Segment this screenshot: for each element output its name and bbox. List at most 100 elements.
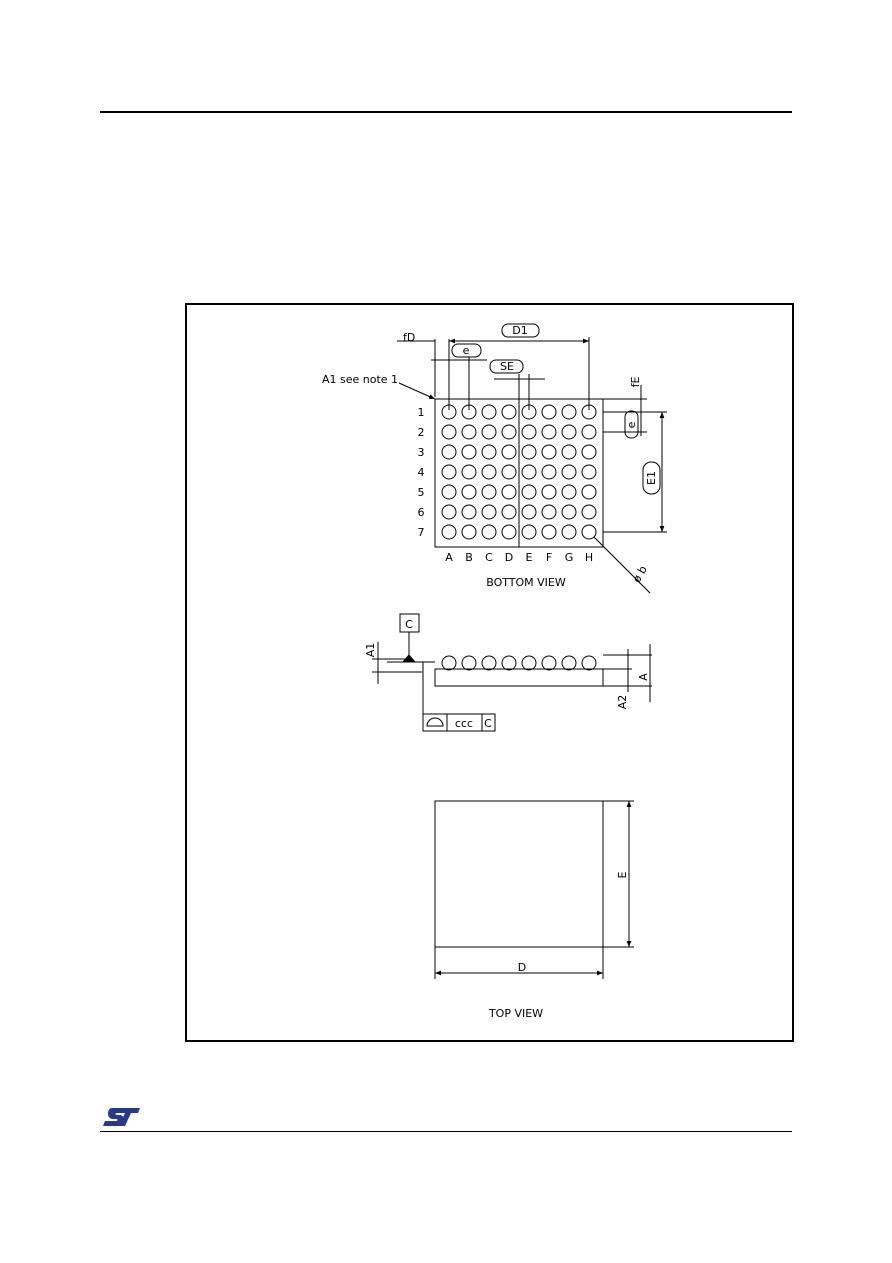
ball-E5 — [521, 484, 537, 500]
ball-G3 — [561, 444, 577, 460]
fd-label: fD — [403, 331, 415, 344]
column-label: D — [505, 551, 513, 564]
ball-E3 — [521, 444, 537, 460]
ball-F6 — [541, 504, 557, 520]
side-ball-A — [441, 655, 457, 671]
a1-note-label: A1 see note 1 — [322, 373, 398, 386]
top-view-title: TOP VIEW — [488, 1007, 543, 1020]
a2-label: A2 — [616, 695, 629, 710]
row-label: 1 — [418, 406, 425, 419]
st-logo — [103, 1108, 140, 1126]
ball-F4 — [541, 464, 557, 480]
ball-G5 — [561, 484, 577, 500]
d1-label-box — [501, 323, 540, 338]
ball-D2 — [501, 424, 517, 440]
d1-label: D1 — [512, 324, 527, 337]
ball-B7 — [461, 524, 477, 540]
coplanarity-icon — [426, 717, 444, 727]
footer-rule — [100, 1131, 792, 1132]
ball-diameter-label: ø b — [630, 564, 650, 585]
column-label: C — [485, 551, 493, 564]
ball-H7 — [581, 524, 597, 540]
ball-A2 — [441, 424, 457, 440]
package-body-top — [434, 800, 604, 948]
tolerance-value: ccc — [455, 717, 473, 730]
row-label: 6 — [418, 506, 425, 519]
side-ball-B — [461, 655, 477, 671]
tolerance-datum: C — [484, 717, 492, 730]
e-label: E — [616, 871, 629, 878]
d-label: D — [518, 961, 526, 974]
package-drawing-frame: A1 see note 1 fD D1 e SE fE e E1 ø b 1 2 3… — [185, 303, 794, 1042]
a-label: A — [637, 673, 650, 681]
ball-F7 — [541, 524, 557, 540]
ball-E4 — [521, 464, 537, 480]
se-label: SE — [500, 360, 514, 373]
column-label: B — [465, 551, 473, 564]
e-v-label-box — [624, 410, 639, 439]
row-label: 3 — [418, 446, 425, 459]
ball-H1 — [581, 404, 597, 420]
ball-H6 — [581, 504, 597, 520]
header-rule — [100, 111, 792, 113]
tolerance-frame — [422, 713, 496, 732]
fe-label: fE — [629, 377, 642, 388]
ball-D1 — [501, 404, 517, 420]
column-label: G — [565, 551, 574, 564]
ball-D7 — [501, 524, 517, 540]
ball-H3 — [581, 444, 597, 460]
column-label: E — [526, 551, 533, 564]
e1-label: E1 — [645, 471, 658, 485]
e1-label-box — [642, 461, 661, 495]
side-ball-G — [561, 655, 577, 671]
row-label: 2 — [418, 426, 425, 439]
ball-B4 — [461, 464, 477, 480]
ball-G1 — [561, 404, 577, 420]
ball-B5 — [461, 484, 477, 500]
ball-B2 — [461, 424, 477, 440]
ball-A4 — [441, 464, 457, 480]
side-ball-E — [521, 655, 537, 671]
ball-G4 — [561, 464, 577, 480]
a1-leader — [398, 382, 436, 400]
column-label: H — [585, 551, 593, 564]
ball-A7 — [441, 524, 457, 540]
se-label-box — [489, 359, 524, 374]
ball-F1 — [541, 404, 557, 420]
side-ball-D — [501, 655, 517, 671]
column-label: F — [546, 551, 552, 564]
ball-A6 — [441, 504, 457, 520]
ball-C1 — [481, 404, 497, 420]
package-outline-drawing: A1 see note 1 fD D1 e SE fE e E1 ø b 1 2 3… — [322, 323, 667, 1020]
e-vertical-label: e — [625, 421, 638, 428]
ball-C5 — [481, 484, 497, 500]
ball-H2 — [581, 424, 597, 440]
ball-F3 — [541, 444, 557, 460]
ball-E7 — [521, 524, 537, 540]
ball-grid — [441, 404, 597, 540]
ball-diameter-leader — [593, 536, 651, 594]
ball-C3 — [481, 444, 497, 460]
side-ball-H — [581, 655, 597, 671]
ball-D6 — [501, 504, 517, 520]
row-label: 7 — [418, 526, 425, 539]
side-balls — [441, 655, 597, 671]
ball-A5 — [441, 484, 457, 500]
ball-G2 — [561, 424, 577, 440]
ball-F2 — [541, 424, 557, 440]
row-label: 4 — [418, 466, 425, 479]
ball-F5 — [541, 484, 557, 500]
datum-c-label: C — [405, 618, 413, 631]
ball-A3 — [441, 444, 457, 460]
ball-C2 — [481, 424, 497, 440]
ball-B3 — [461, 444, 477, 460]
bottom-view-title: BOTTOM VIEW — [486, 576, 566, 589]
ball-A1 — [441, 404, 457, 420]
ball-D3 — [501, 444, 517, 460]
ball-E6 — [521, 504, 537, 520]
package-body-side — [434, 668, 604, 687]
ball-B6 — [461, 504, 477, 520]
ball-G7 — [561, 524, 577, 540]
e-horizontal-label: e — [463, 344, 470, 357]
ball-C4 — [481, 464, 497, 480]
